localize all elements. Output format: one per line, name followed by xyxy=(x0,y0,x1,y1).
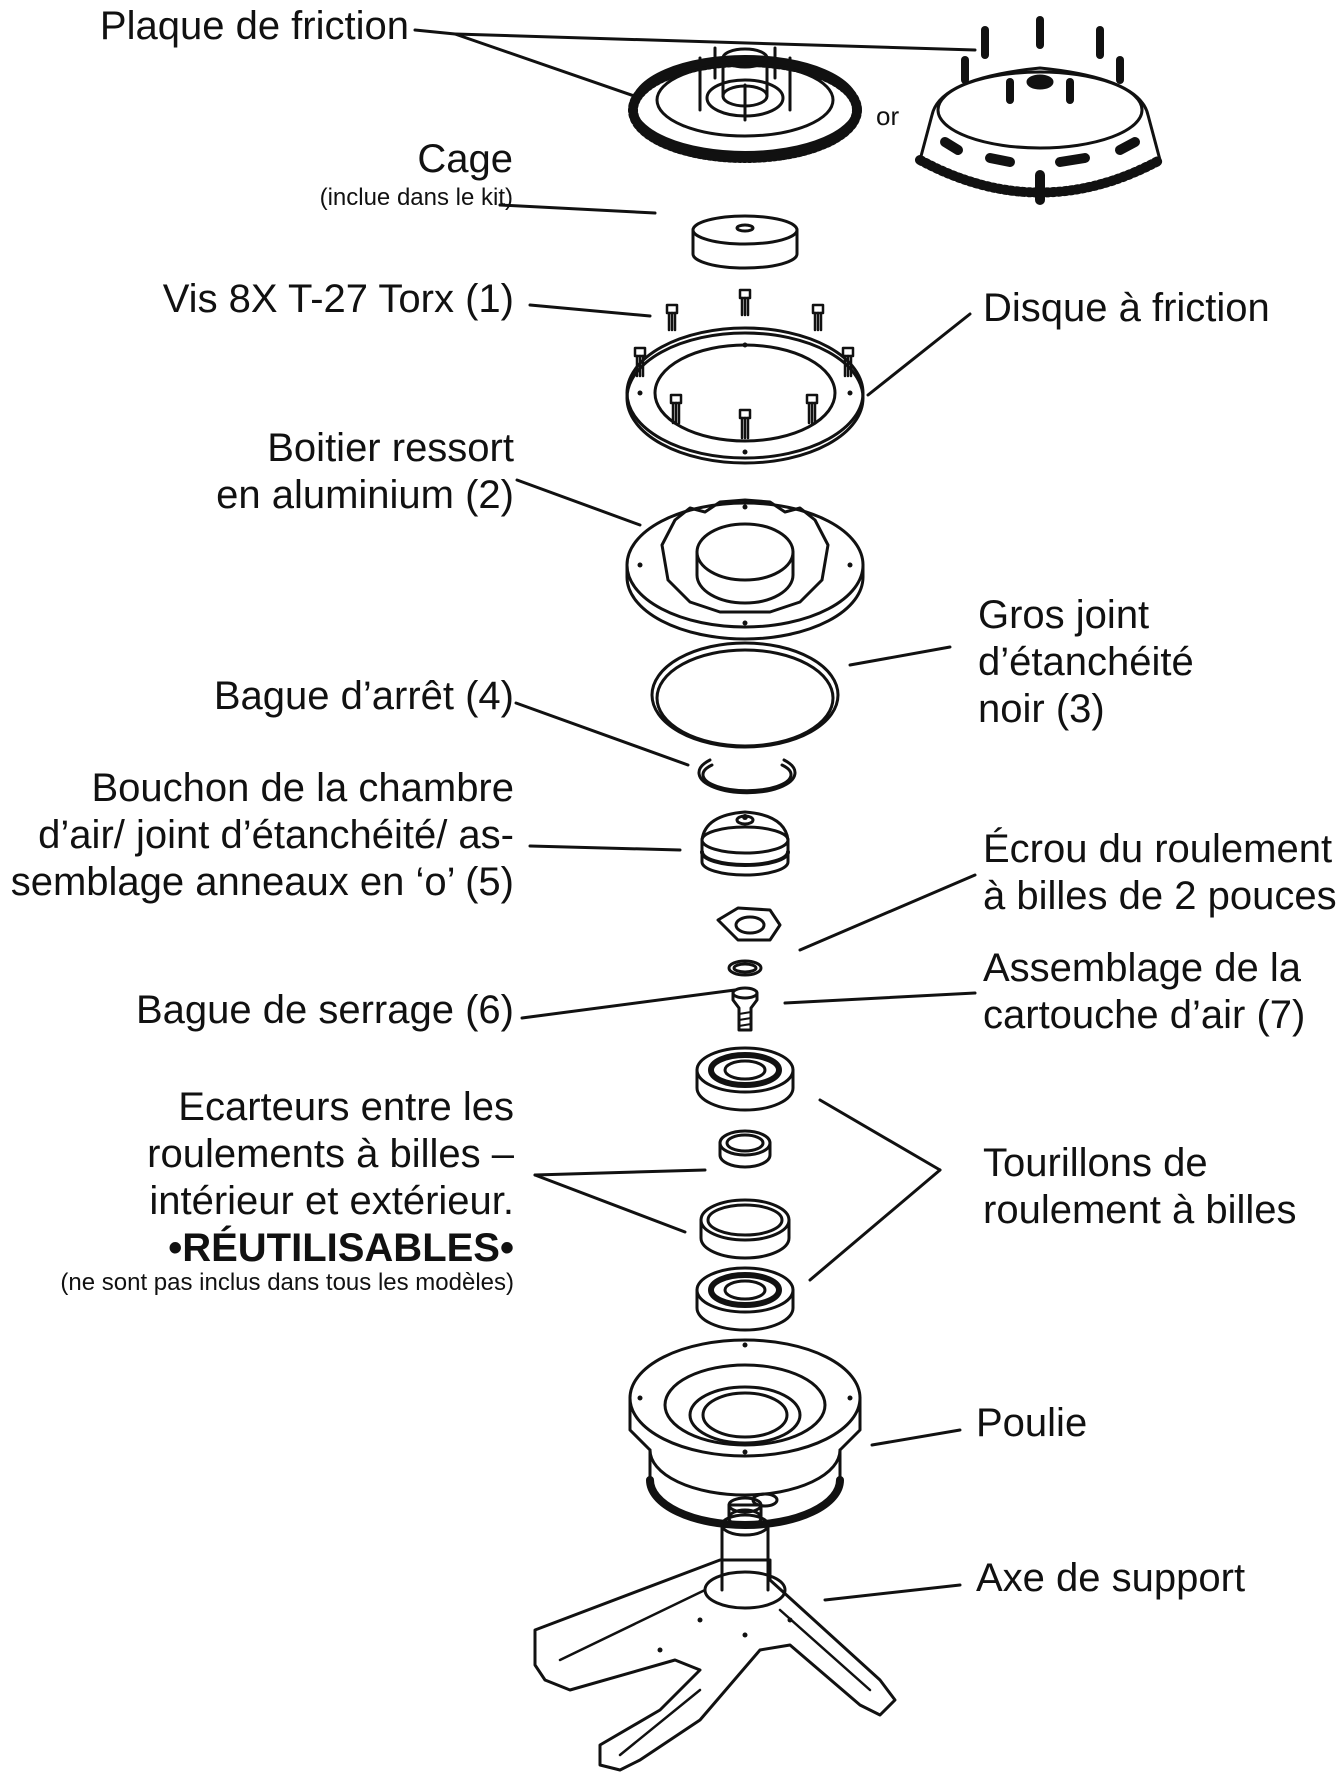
label-gros-line3: noir (3) xyxy=(978,687,1105,731)
leader-ecarteurs-b xyxy=(533,1173,687,1234)
label-ecarteurs-line3: intérieur et extérieur. xyxy=(149,1179,514,1223)
label-cage: Cage (inclue dans le kit) xyxy=(320,136,513,213)
label-ecarteurs-line2: roulements à billes – xyxy=(147,1132,514,1176)
label-gros-joint: Gros joint d’étanchéité noir (3) xyxy=(978,592,1194,733)
leader-lines xyxy=(413,28,977,1602)
label-gros-line1: Gros joint xyxy=(978,593,1150,637)
friction-plate-left xyxy=(628,46,862,163)
air-chamber-cap xyxy=(700,810,790,877)
leader-tourillons-b xyxy=(808,1168,942,1282)
label-bouchon-line3: semblage anneaux en ‘o’ (5) xyxy=(10,860,514,904)
label-bouchon: Bouchon de la chambre d’air/ joint d’éta… xyxy=(11,765,514,906)
label-tourillons-line1: Tourillons de xyxy=(983,1141,1208,1185)
spacer-outer xyxy=(699,1198,791,1260)
label-ecarteurs: Ecarteurs entre les roulements à billes … xyxy=(147,1084,514,1272)
leader-cartouche xyxy=(783,991,977,1005)
leader-ecrou xyxy=(798,873,977,952)
label-ecrou-du-roulement: Écrou du roulement à billes de 2 pouces xyxy=(983,826,1337,920)
label-ecarteurs-note: (ne sont pas inclus dans tous les modèle… xyxy=(60,1269,514,1296)
torx-screws xyxy=(633,288,855,440)
label-disque-a-friction: Disque à friction xyxy=(983,286,1270,330)
leader-bouchon xyxy=(528,844,682,852)
label-boitier-line1: Boitier ressort xyxy=(267,426,514,470)
label-ecrou-line1: Écrou du roulement xyxy=(983,827,1333,871)
leader-axe xyxy=(823,1583,962,1602)
bearing-bottom xyxy=(695,1266,795,1332)
label-bague-d-arret: Bague d’arrêt (4) xyxy=(213,674,514,718)
leader-disque xyxy=(866,312,972,397)
spring-housing xyxy=(625,498,865,641)
label-plaque-de-friction: Plaque de friction xyxy=(99,4,409,48)
leader-poulie xyxy=(870,1428,962,1447)
label-boitier-line2: en aluminium (2) xyxy=(216,473,514,517)
label-cartouche-line1: Assemblage de la xyxy=(983,946,1301,990)
label-bouchon-line2: d’air/ joint d’étanchéité/ as- xyxy=(38,813,514,857)
label-boitier-ressort: Boitier ressort en aluminium (2) xyxy=(216,425,514,519)
label-cage-note: (inclue dans le kit) xyxy=(319,184,513,211)
label-poulie: Poulie xyxy=(976,1401,1088,1445)
label-cartouche: Assemblage de la cartouche d’air (7) xyxy=(983,945,1305,1039)
spacer-inner xyxy=(718,1129,772,1169)
label-ecrou-line2: à billes de 2 pouces xyxy=(983,874,1337,918)
cage-part xyxy=(691,214,799,270)
leader-bague-arret xyxy=(514,701,690,767)
label-vis-torx: Vis 8X T-27 Torx (1) xyxy=(162,277,514,321)
leader-tourillons-a xyxy=(818,1098,942,1172)
leader-plaque xyxy=(413,28,642,100)
leader-ecarteurs-a xyxy=(533,1168,707,1177)
label-reutilisables: •RÉUTILISABLES• xyxy=(168,1226,514,1270)
label-ecarteurs-line1: Ecarteurs entre les xyxy=(178,1085,514,1129)
label-or: or xyxy=(876,101,900,131)
bearing-top xyxy=(695,1046,795,1112)
friction-disc xyxy=(625,326,865,465)
air-cartridge xyxy=(731,986,759,1032)
friction-plate-right xyxy=(915,16,1165,205)
retaining-ring xyxy=(697,758,797,795)
clamping-ring xyxy=(727,959,763,977)
label-bague-de-serrage: Bague de serrage (6) xyxy=(135,988,514,1032)
large-seal xyxy=(650,641,840,749)
leader-vis xyxy=(528,303,652,318)
label-bouchon-line1: Bouchon de la chambre xyxy=(91,766,515,810)
leader-boitier xyxy=(515,478,642,527)
leader-cage xyxy=(498,203,657,215)
label-axe-de-support: Axe de support xyxy=(976,1556,1246,1600)
support-axle xyxy=(533,1492,897,1772)
label-tourillons-line2: roulement à billes xyxy=(983,1188,1297,1232)
label-cage-title: Cage xyxy=(417,137,513,181)
bearing-nut xyxy=(716,906,782,942)
leader-serrage xyxy=(520,988,737,1020)
label-gros-line2: d’étanchéité xyxy=(978,640,1194,684)
leader-plaque-2 xyxy=(453,32,977,52)
leader-gros-joint xyxy=(848,645,952,667)
label-cartouche-line2: cartouche d’air (7) xyxy=(983,993,1306,1037)
label-tourillons: Tourillons de roulement à billes xyxy=(983,1140,1297,1234)
